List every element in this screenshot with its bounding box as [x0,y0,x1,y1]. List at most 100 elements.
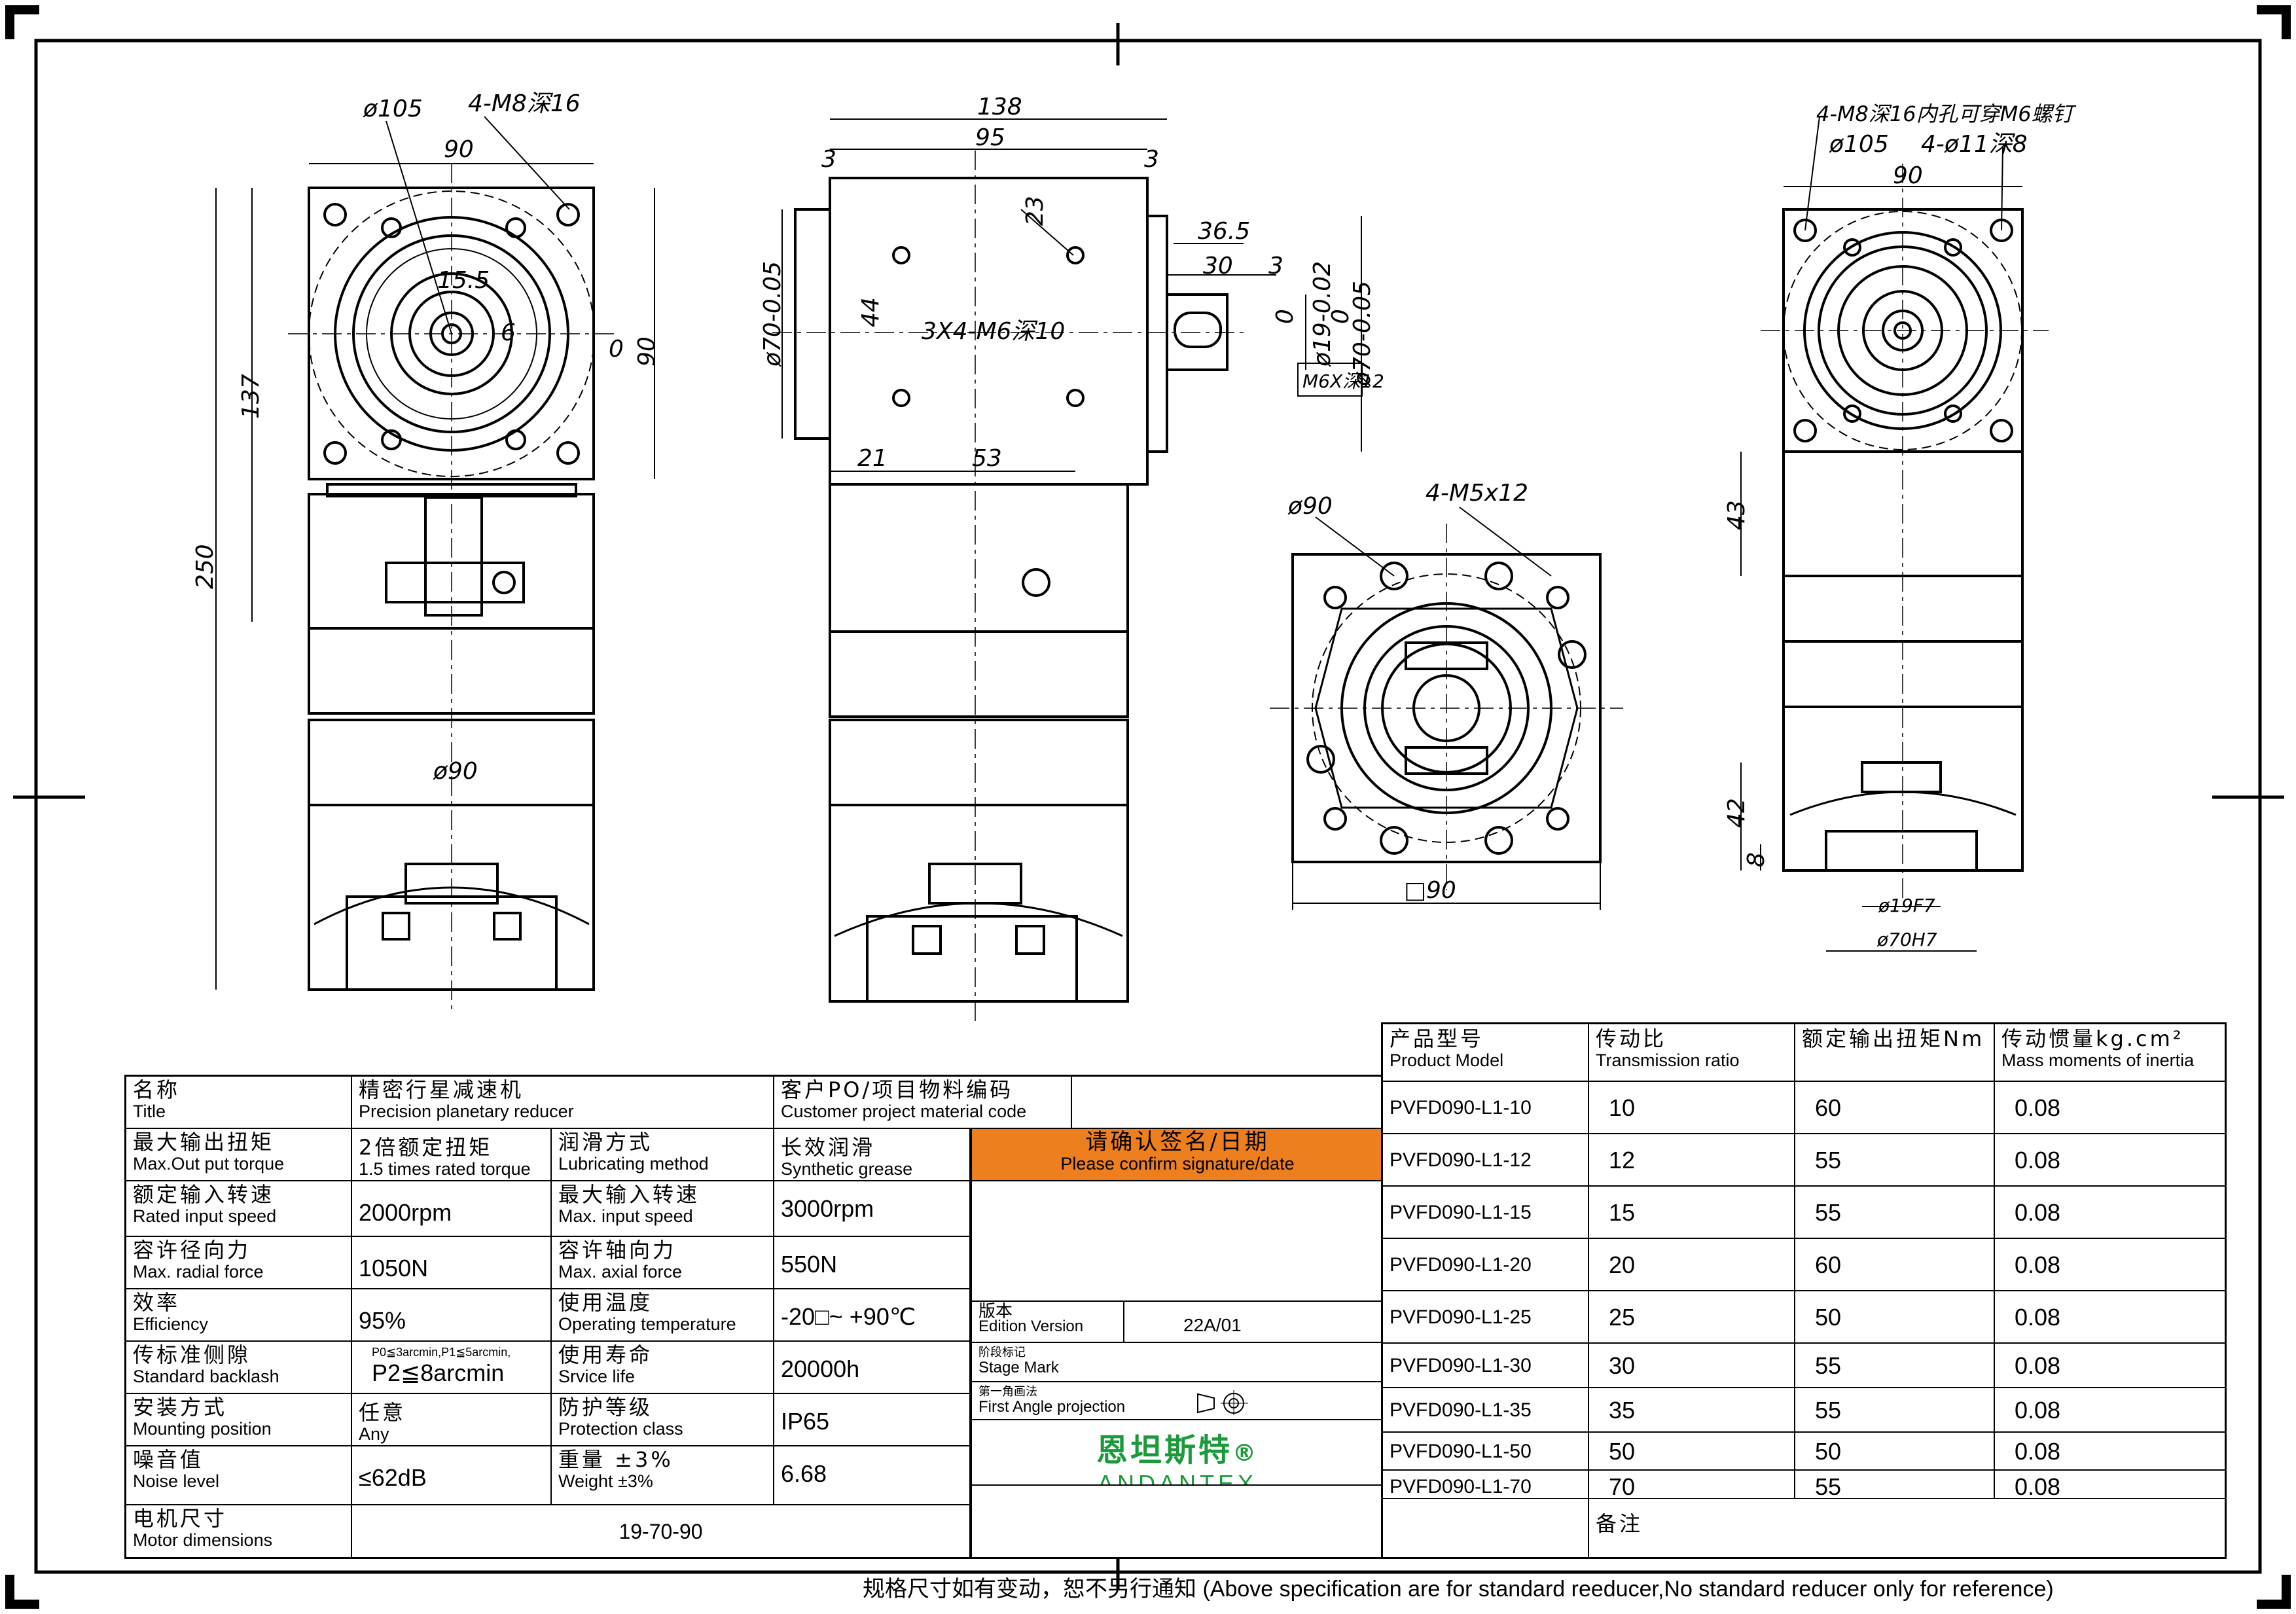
dim-side-44: 44 [857,297,884,327]
model-table-value: 12 [1609,1147,1636,1174]
model-table-value: 20 [1609,1251,1636,1278]
dim-input-m5: 4-M5x12 [1426,480,1528,507]
dim-side-holes: 3X4-M6深10 [922,318,1065,345]
dim-side-3b: 3 [1144,146,1159,173]
spec-value-cell: 19-70-90 [352,1505,971,1557]
spec-value: 2000rpm [359,1199,452,1226]
spec-value-small: P0≦3arcmin,P1≦5arcmin, [372,1346,511,1359]
model-table-value: PVFD090-L1-10 [1390,1097,1532,1119]
projection-cn: 第一角画法 [978,1385,1037,1398]
confirm-signature-banner: 请确认签名/日期 Please confirm signature/date [971,1129,1382,1181]
model-table-value: PVFD090-L1-25 [1390,1306,1532,1328]
confirm-en: Please confirm signature/date [1060,1154,1295,1174]
confirm-cn: 请确认签名/日期 [1085,1129,1270,1155]
customer-code-en: Customer project material code [781,1102,1027,1121]
model-table-value: 0.08 [2015,1438,2061,1465]
model-table-cell: 0.08 [1995,1344,2225,1388]
dim-front-w90: 90 [444,136,474,163]
model-table-cell: PVFD090-L1-70 [1383,1471,1589,1498]
right-view-dims [1740,116,2022,952]
dim-side-3c: 3 [1268,253,1283,279]
edition-value: 22A/01 [1183,1315,1242,1335]
stage-en: Stage Mark [978,1359,1059,1376]
remarks-area [971,1486,1382,1557]
spec-value-cell: 550N [774,1237,971,1289]
model-table-value: 30 [1609,1352,1636,1379]
model-table-value: PVFD090-L1-50 [1390,1441,1532,1462]
model-table-cell: 20 [1589,1239,1795,1291]
spec-label-cell: 重量 ±3%Weight ±3% [552,1446,774,1505]
model-table-cell: 0.08 [1995,1388,2225,1433]
model-table-cell: PVFD090-L1-50 [1383,1433,1589,1471]
dim-front-0: 0 [609,336,624,363]
title-label-cell: 名称 Title [126,1077,352,1129]
spec-value-cn: 长效润滑 [781,1135,876,1160]
dim-side-3a: 3 [821,146,836,173]
spec-value: -20□~ +90℃ [781,1303,916,1330]
model-header-cn: 额定输出扭矩Nm [1802,1026,1985,1051]
spec-label-en: Standard backlash [133,1367,279,1386]
title-value-en: Precision planetary reducer [359,1102,574,1121]
spec-value-en: 1.5 times rated torque [359,1159,531,1179]
front-view [288,164,615,1014]
model-table-value: 0.08 [2015,1251,2061,1278]
model-table-cell: 0.08 [1995,1239,2225,1291]
model-table-value: 0.08 [2015,1397,2061,1424]
spec-value-cn: 任意 [359,1400,406,1425]
logo-registered: ® [1232,1440,1259,1467]
model-table-value: PVFD090-L1-20 [1390,1254,1532,1276]
spec-label-en: Motor dimensions [133,1530,273,1550]
spec-label-cn: 重量 ±3% [558,1447,673,1472]
spec-value-cell: 95% [352,1289,552,1342]
model-table-value: PVFD090-L1-12 [1390,1149,1532,1171]
model-table-cell: PVFD090-L1-25 [1383,1291,1589,1344]
spec-label-cn: 防护等级 [558,1395,653,1420]
spec-label-cn: 使用寿命 [558,1342,653,1367]
spec-label-cn: 额定输入转速 [133,1182,275,1207]
dim-front-6: 6 [501,319,516,346]
spec-value: 19-70-90 [619,1520,703,1543]
side-view-dims [781,118,1363,472]
dim-front-h137: 137 [238,374,264,419]
dim-side-53: 53 [972,445,1002,472]
dim-right-h8: 8 [1743,852,1770,867]
logo-en: ANDANTEX [1097,1470,1258,1486]
dim-input-phi90: ø90 [1287,493,1333,520]
model-table-value: 0.08 [2015,1473,2061,1500]
model-table-value: 0.08 [2015,1352,2061,1379]
model-table-cell: PVFD090-L1-10 [1383,1082,1589,1134]
model-table-cell: PVFD090-L1-30 [1383,1344,1589,1388]
model-table-value: 0.08 [2015,1147,2061,1174]
dim-side-zero1: 0 [1272,309,1299,324]
spec-label-en: Weight ±3% [558,1471,653,1491]
dim-side-138: 138 [977,94,1022,120]
spec-value-cn: 2倍额定扭矩 [359,1135,493,1160]
spec-label-en: Efficiency [133,1314,209,1334]
spec-value: 1050N [359,1255,429,1282]
model-table-value: PVFD090-L1-15 [1390,1202,1532,1223]
signature-area[interactable] [971,1181,1382,1404]
dim-right-h42: 42 [1723,798,1750,828]
model-table-cell: 35 [1589,1388,1795,1433]
dim-side-phi19: ø19-0.02 [1309,261,1336,367]
spec-value-cell: 20000h [774,1342,971,1394]
model-table-cell: 60 [1795,1239,1995,1291]
model-table-value: 35 [1609,1397,1636,1424]
spec-value: IP65 [781,1408,830,1435]
projection-en: First Angle projection [978,1398,1126,1416]
spec-value-cell: -20□~ +90℃ [774,1289,971,1342]
spec-label-cn: 噪音值 [133,1447,204,1472]
spec-label-en: Mounting position [133,1419,272,1439]
spec-value-cell: P0≦3arcmin,P1≦5arcmin,P2≦8arcmin [352,1342,552,1394]
dim-front-h250: 250 [192,544,219,589]
model-table-cell: 15 [1589,1187,1795,1239]
